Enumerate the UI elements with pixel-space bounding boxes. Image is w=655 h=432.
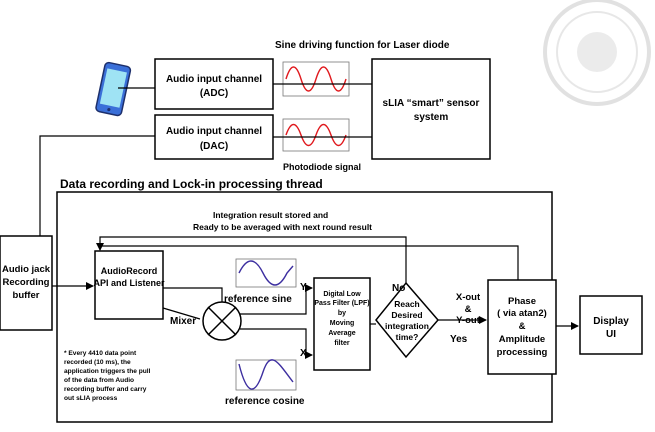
yes-label: Yes: [450, 334, 468, 345]
audio-jack-line1: Audio jack: [2, 264, 51, 275]
university-seal-icon: [543, 0, 651, 106]
phase-line3: &: [519, 321, 526, 332]
reference-cosine-wave-icon: [235, 359, 297, 391]
sensor-box-line2: system: [414, 112, 449, 123]
footnote-line3: application triggers the pull: [64, 368, 151, 375]
integration-note-line2: Ready to be averaged with next round res…: [193, 222, 372, 232]
phase-line4: Amplitude: [499, 334, 545, 345]
lpf-line1: Digital Low: [323, 291, 361, 298]
phase-box: Phase ( via atan2) & Amplitude processin…: [487, 279, 557, 375]
phase-line5: processing: [497, 347, 548, 358]
y-label: Y: [300, 282, 307, 293]
audiorecord-line1: AudioRecord: [101, 266, 158, 276]
decision-line2: Desired: [391, 310, 422, 320]
reference-sine-wave-icon: [235, 258, 297, 288]
phase-line1: Phase: [508, 296, 536, 307]
mixer-icon: [202, 301, 242, 341]
footnote-line5: recording buffer and carry: [64, 386, 147, 393]
sensor-box-line1: sLIA “smart” sensor: [383, 98, 480, 109]
audio-jack-line3: buffer: [13, 290, 40, 301]
display-line2: UI: [606, 329, 616, 340]
lpf-line4: Moving: [330, 320, 355, 327]
decision-line4: time?: [396, 332, 419, 342]
sensor-box: sLIA “smart” sensor system: [371, 58, 491, 160]
display-ui-box: Display UI: [579, 295, 643, 355]
decision-diamond: Reach Desired integration time?: [375, 281, 439, 359]
reference-cosine-label: reference cosine: [225, 396, 305, 407]
dac-box-line2: (DAC): [200, 141, 228, 152]
lpf-line3: by: [338, 310, 346, 317]
footnote-line6: out sLIA process: [64, 395, 118, 402]
xy-out-line1: X-out: [456, 292, 481, 303]
xy-out-line3: Y-out: [456, 315, 481, 326]
lpf-line5: Average: [328, 330, 355, 337]
footnote-line2: recorded (10 ms), the: [64, 359, 131, 366]
top-title: Sine driving function for Laser diode: [275, 40, 450, 51]
thread-title: Data recording and Lock-in processing th…: [60, 177, 323, 191]
lpf-line2: Pass Filter (LPF): [314, 300, 369, 307]
adc-box-line2: (ADC): [200, 88, 228, 99]
decision-line1: Reach: [394, 299, 420, 309]
footnote: * Every 4410 data point recorded (10 ms)…: [64, 350, 151, 402]
reference-sine-label: reference sine: [224, 294, 292, 305]
dac-box: Audio input channel (DAC): [154, 114, 274, 160]
photodiode-label: Photodiode signal: [283, 162, 361, 172]
lpf-box: Digital Low Pass Filter (LPF) by Moving …: [313, 277, 371, 371]
dac-box-line1: Audio input channel: [166, 126, 262, 137]
mixer-label: Mixer: [170, 316, 196, 327]
adc-box: Audio input channel (ADC): [154, 58, 274, 110]
audio-jack-line2: Recording: [3, 277, 50, 288]
audiorecord-box: AudioRecord API and Listener: [93, 250, 165, 320]
phase-line2: ( via atan2): [497, 308, 547, 319]
integration-note-line1: Integration result stored and: [213, 210, 328, 220]
decision-line3: integration: [385, 321, 429, 331]
adc-box-line1: Audio input channel: [166, 74, 262, 85]
footnote-line4: of the data from Audio: [64, 377, 134, 384]
smartphone-icon: [95, 61, 132, 117]
lpf-line6: filter: [334, 340, 349, 347]
footnote-line1: * Every 4410 data point: [64, 350, 137, 357]
audio-jack-box: Audio jack Recording buffer: [0, 235, 53, 331]
xy-out-line2: &: [465, 304, 472, 315]
x-label: X: [300, 348, 307, 359]
audiorecord-line2: API and Listener: [93, 278, 165, 288]
no-label: No: [392, 283, 405, 294]
sine-wave-bottom-icon: [282, 118, 350, 152]
display-line1: Display: [593, 316, 629, 327]
sine-wave-top-icon: [282, 61, 350, 97]
